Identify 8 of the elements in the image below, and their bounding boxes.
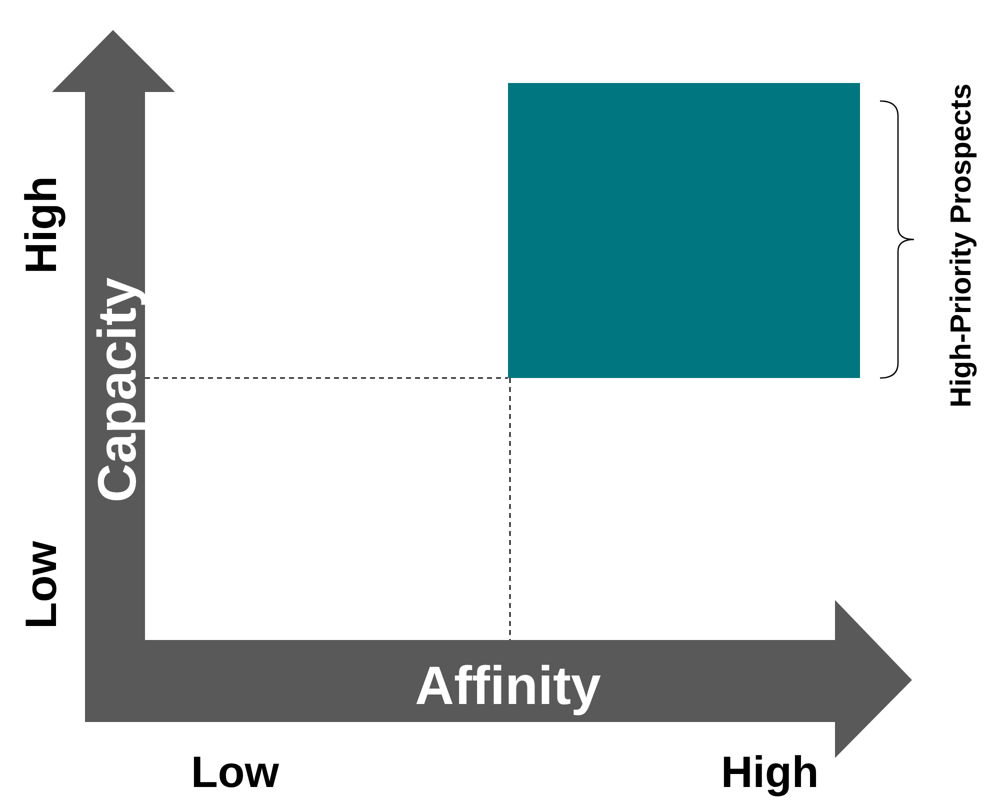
axis-level-label: Low [20, 541, 64, 629]
axis-title: Affinity [415, 659, 601, 713]
axis-level-label: High [721, 751, 819, 795]
axis-level-label: High [20, 176, 64, 274]
axis-title: Capacity [90, 277, 144, 503]
bracket-label: High-Priority Prospects [947, 83, 976, 407]
quadrant-box [508, 83, 860, 378]
axis-level-label: Low [191, 751, 279, 795]
